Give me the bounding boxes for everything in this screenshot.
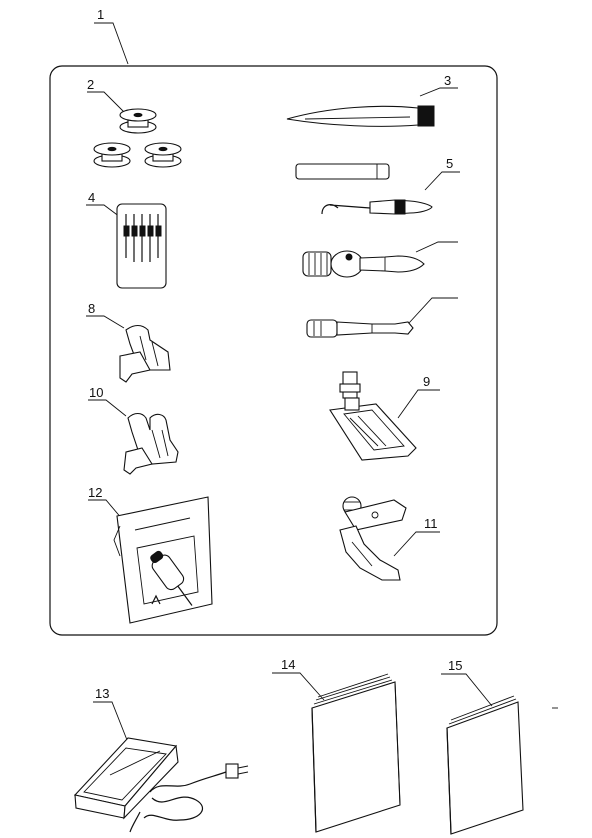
accessory-box: 1: [49, 7, 498, 636]
label-10: 10: [89, 385, 103, 400]
label-1: 1: [97, 7, 104, 22]
cording-foot-icon: 11: [339, 496, 440, 581]
buttonhole-foot-icon: 9: [329, 371, 440, 461]
bobbins-icon: 2: [87, 77, 182, 168]
label-13: 13: [95, 686, 109, 701]
label-12: 12: [88, 485, 102, 500]
seam-ripper-icon: 5: [321, 156, 460, 215]
label-15: 15: [448, 658, 462, 673]
label-9: 9: [423, 374, 430, 389]
booklet-icon: 15: [441, 658, 558, 835]
lint-brush-icon: 3: [286, 73, 458, 127]
label-11: 11: [424, 516, 438, 531]
label-14: 14: [281, 657, 295, 672]
manual-book-icon: 14: [272, 657, 401, 833]
small-screwdriver-icon: [306, 297, 458, 338]
label-3: 3: [444, 73, 451, 88]
foot-control-icon: 13: [73, 686, 249, 833]
zipper-foot-icon: 8: [86, 301, 171, 383]
label-2: 2: [87, 77, 94, 92]
needle-pack-icon: 4: [86, 190, 167, 289]
label-5: 5: [446, 156, 453, 171]
satin-foot-icon: 10: [88, 385, 179, 475]
label-8: 8: [88, 301, 95, 316]
brush-tube-icon: [295, 163, 390, 180]
needle-threader-icon: 12: [88, 485, 213, 624]
label-4: 4: [88, 190, 95, 205]
large-screwdriver-icon: [302, 241, 458, 278]
